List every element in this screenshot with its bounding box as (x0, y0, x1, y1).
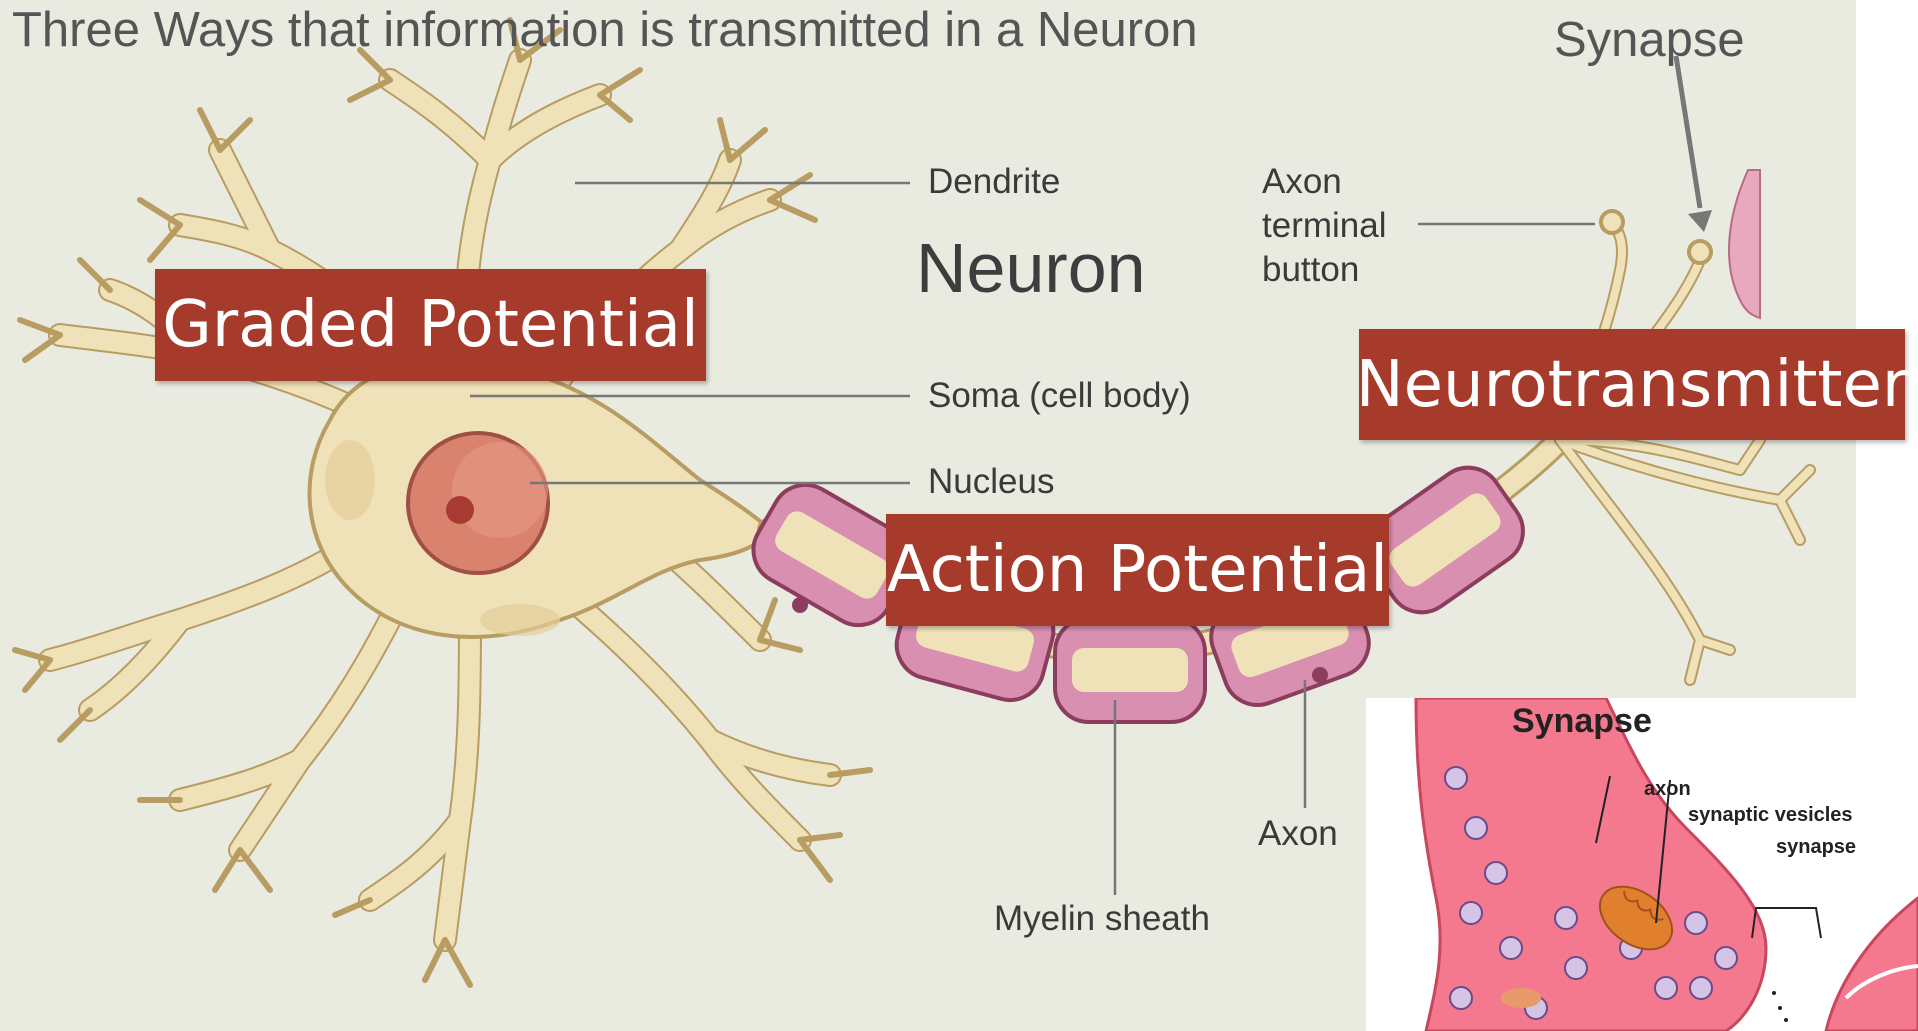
axon-terminal-label-line3: button (1262, 248, 1359, 292)
neurotransmitter-banner: Neurotransmitter (1359, 329, 1905, 440)
myelin-sheath-label: Myelin sheath (994, 897, 1210, 941)
synapse-label: Synapse (1554, 12, 1745, 68)
inset-axon-label: axon (1644, 778, 1691, 801)
presynaptic-terminal (1416, 698, 1766, 1031)
axon-terminal-label-line1: Axon (1262, 160, 1342, 204)
axon-terminal-label-line2: terminal (1262, 204, 1386, 248)
postsynaptic-membrane (1826, 898, 1918, 1031)
synapse-inset-illustration (1366, 698, 1918, 1031)
cleft-molecules (1772, 991, 1788, 1022)
synapse-inset: Synapse axon synaptic vesicles synapse (1366, 698, 1918, 1031)
neuron-label: Neuron (916, 228, 1146, 308)
graded-potential-banner: Graded Potential (155, 269, 706, 381)
axon-terminal-branches (1560, 211, 1810, 680)
soma-label: Soma (cell body) (928, 374, 1191, 418)
axon-label: Axon (1258, 812, 1338, 856)
nucleus-label: Nucleus (928, 460, 1054, 504)
inset-synapse-label: synapse (1776, 836, 1856, 859)
synapse-target-cell (1729, 170, 1760, 318)
page-title: Three Ways that information is transmitt… (12, 2, 1198, 58)
action-potential-banner: Action Potential (886, 514, 1389, 626)
inset-title: Synapse (1512, 702, 1652, 741)
dendrite-label: Dendrite (928, 160, 1060, 204)
synapse-arrow (1676, 56, 1712, 232)
inset-vesicles-label: synaptic vesicles (1688, 804, 1853, 827)
nucleus (408, 433, 548, 573)
